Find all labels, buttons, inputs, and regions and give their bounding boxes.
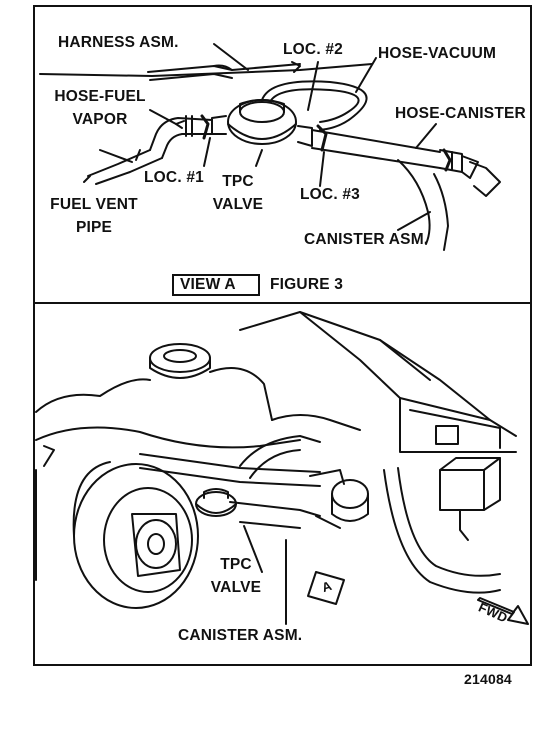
canister-asm-label-top: CANISTER ASM. [304,231,429,248]
canister-asm-label-bottom: CANISTER ASM. [178,627,303,644]
hose-fuel-label-1: HOSE-FUEL [54,88,146,105]
tpc-label-top-2: VALVE [212,196,264,213]
harness-asm-label: HARNESS ASM. [58,34,179,51]
tpc-label-bottom-2: VALVE [210,579,262,596]
figure-3-label: FIGURE 3 [270,276,344,293]
tpc-label-top-1: TPC [222,173,254,190]
view-a-box [172,274,260,296]
hose-vacuum-label: HOSE-VACUUM [378,45,497,62]
loc-1-label: LOC. #1 [144,169,204,186]
part-number: 214084 [464,671,512,687]
tpc-label-bottom-1: TPC [220,556,252,573]
hose-fuel-label-2: VAPOR [72,111,128,128]
hose-canister-label: HOSE-CANISTER [395,105,526,122]
fuel-vent-pipe-label-2: PIPE [75,219,113,236]
view-divider [33,302,532,304]
loc-2-label: LOC. #2 [283,41,343,58]
view-a-label: VIEW A [180,276,236,293]
loc-3-label: LOC. #3 [300,186,360,203]
figure-frame [33,5,532,666]
fuel-vent-pipe-label-1: FUEL VENT [50,196,138,213]
